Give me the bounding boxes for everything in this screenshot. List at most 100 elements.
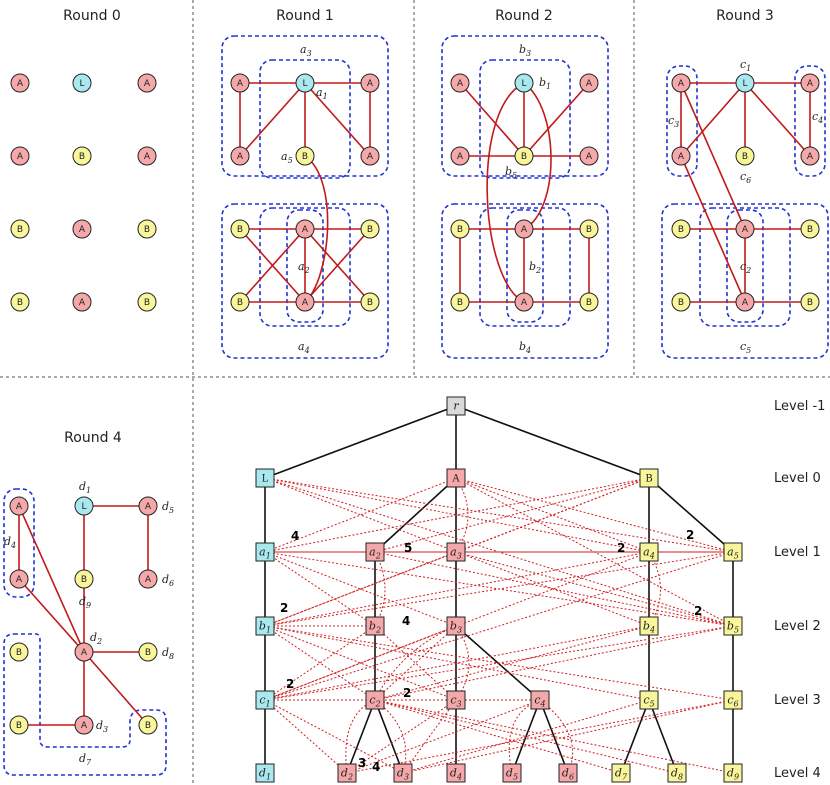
- round3-group-c5: [661, 203, 829, 359]
- tree-node-a5-label: a5: [727, 546, 739, 561]
- tree-dotted-edge-29: [264, 625, 650, 701]
- tree-node-b2-box: [365, 616, 385, 636]
- round1-edge-3: [304, 82, 371, 157]
- round1-label-a3: a3: [300, 43, 312, 58]
- round1-node-b-circle: [295, 146, 315, 166]
- round2-group-b3: [441, 35, 609, 177]
- round0-node-0-label: A: [17, 79, 24, 89]
- tree-dotted-edge-0: [264, 477, 734, 553]
- round4-label-d8: d8: [162, 646, 174, 661]
- round3-label-c2: c2: [740, 260, 751, 275]
- round2-node-l-label: L: [521, 79, 526, 89]
- round2-node-a4-label: A: [586, 152, 593, 162]
- round2-label-b3-subscript: 3: [526, 49, 531, 58]
- annotations: a3a1a5a2a4b3b1b5b2b4c1c3c4c6c2c5d1d5d4d6…: [4, 43, 825, 781]
- tree-node-d8-subscript: 8: [678, 773, 683, 782]
- round1-node-b3-circle: [230, 292, 250, 312]
- round1-label-a1-subscript: 1: [323, 92, 328, 101]
- round2-node-ab-circle: [514, 292, 534, 312]
- round1-node-b1-circle: [230, 219, 250, 239]
- tree-node-a4-box: [639, 542, 659, 562]
- round4-node-a2-circle: [138, 496, 158, 516]
- round3-node-a2-circle: [800, 73, 820, 93]
- round0-node-2-label: A: [144, 79, 151, 89]
- round0-node-2-circle: [137, 73, 157, 93]
- tree-node-c5-box: [639, 690, 659, 710]
- round1-node-l-label: L: [302, 79, 307, 89]
- tree-dotted-edge-17: [374, 551, 734, 627]
- round2-label-b5-subscript: 5: [512, 171, 517, 180]
- round3-node-b1-circle: [671, 219, 691, 239]
- tree-dotted-edge-34: [264, 625, 650, 701]
- round3-node-a1-circle: [671, 73, 691, 93]
- round4-edge-8: [83, 651, 149, 726]
- count-label-9: 3: [358, 756, 366, 770]
- tree-dotted-edge-44: [374, 699, 622, 774]
- tree-node-c2-subscript: 2: [375, 700, 381, 709]
- round3-node-b3-circle: [671, 292, 691, 312]
- tree-node-d3-box: [393, 763, 413, 783]
- tree-node-r-box: [446, 396, 466, 416]
- round1-node-at-label: A: [302, 225, 309, 235]
- round2-node-b1-label: B: [457, 225, 463, 235]
- round2-label-b4-subscript: 4: [525, 346, 531, 355]
- round0-node-7-label: A: [79, 225, 86, 235]
- tree-node-c6-subscript: 6: [734, 700, 739, 709]
- round2-node-at-circle: [514, 219, 534, 239]
- round3-node-b-label: B: [742, 152, 748, 162]
- round1-node-l-circle: [295, 73, 315, 93]
- tree-node-d8-box: [667, 763, 687, 783]
- round3-label-c1-subscript: 1: [746, 64, 751, 73]
- tree-node-b4-subscript: 4: [649, 626, 655, 635]
- round4-node-b4-label: B: [145, 721, 151, 731]
- round2-edge-1: [523, 82, 590, 157]
- tree-dotted-edge-49: [402, 699, 734, 774]
- round2-edge-curve-2: [523, 82, 552, 230]
- round4-label-d9: d9: [79, 595, 91, 610]
- round0-node-4-label: B: [79, 152, 85, 162]
- tree-node-a4-subscript: 4: [649, 552, 655, 561]
- round1-node-a2-label: A: [367, 79, 374, 89]
- round3-label-c3-subscript: 3: [674, 120, 679, 129]
- tree-node-c6-label: c6: [727, 694, 738, 709]
- round4-node-a1-circle: [9, 496, 29, 516]
- round1-label-a2: a2: [298, 260, 310, 275]
- round3-node-a3-circle: [671, 146, 691, 166]
- round1-node-b3-label: B: [237, 298, 243, 308]
- round0-node-10-circle: [72, 292, 92, 312]
- round1-node-a4-label: A: [367, 152, 374, 162]
- tree-edge-26: [648, 699, 678, 774]
- tree-node-l0-label: L: [262, 474, 269, 485]
- round0-node-3-label: A: [17, 152, 24, 162]
- tree-dotted-arc-1: [374, 551, 386, 627]
- count-label-10: 4: [372, 760, 380, 774]
- level-label-1: Level 0: [774, 471, 821, 486]
- tree-edge-14: [346, 699, 376, 774]
- round4-node-b4-circle: [138, 715, 158, 735]
- round0-node-9-circle: [10, 292, 30, 312]
- round4-label-d5-subscript: 5: [169, 506, 174, 515]
- round4-node-b1-label: B: [16, 648, 22, 658]
- tree-node-d9-box: [723, 763, 743, 783]
- round1-node-b4-label: B: [367, 298, 373, 308]
- round2-node-ab-label: A: [521, 298, 528, 308]
- round3-label-c2-subscript: 2: [745, 266, 751, 275]
- round2-label-b2-subscript: 2: [535, 266, 541, 275]
- tree-node-a4-label: a4: [643, 546, 655, 561]
- round4-label-d6: d6: [162, 573, 174, 588]
- round1-node-a3-label: A: [237, 152, 244, 162]
- round3-label-c4: c4: [812, 110, 823, 125]
- tree-node-a5-subscript: 5: [734, 552, 739, 561]
- tree-node-a2-box: [365, 542, 385, 562]
- round2-node-b3-label: B: [457, 298, 463, 308]
- count-label-6: 2: [694, 604, 702, 618]
- round4-node-a4-circle: [138, 569, 158, 589]
- round3-edge-3: [744, 82, 811, 157]
- round2-label-b3: b3: [519, 43, 531, 58]
- tree-dotted-edge-19: [455, 551, 734, 627]
- round3-node-b2-label: B: [807, 225, 813, 235]
- round1-node-a4-circle: [360, 146, 380, 166]
- tree-dotted-edge-36: [374, 625, 734, 701]
- tree-node-a3-subscript: 3: [457, 552, 462, 561]
- tree-node-r-label: r: [453, 400, 459, 413]
